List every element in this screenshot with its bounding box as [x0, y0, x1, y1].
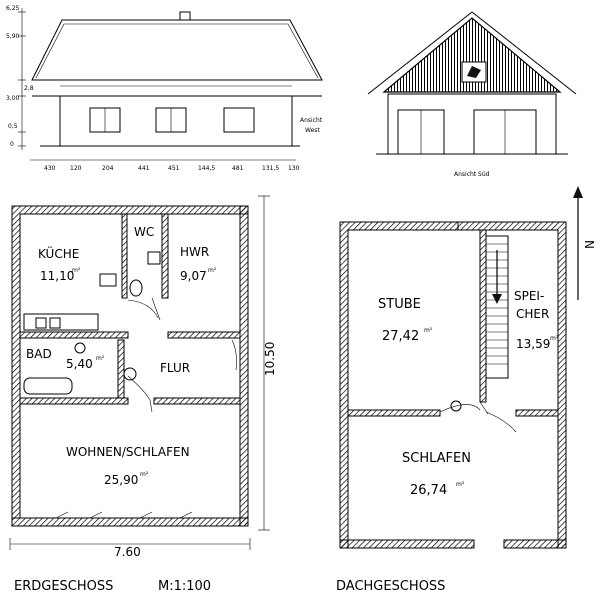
room-name-wohnen: WOHNEN/SCHLAFEN: [66, 445, 190, 459]
boiler-icon: [123, 367, 137, 381]
bathtub-icon: [23, 377, 73, 395]
width-mark: 430: [44, 165, 56, 172]
room-unit: m²: [456, 481, 465, 488]
width-mark: 120: [70, 165, 82, 172]
height-mark: 0,5: [8, 123, 18, 130]
room-area-hwr: 9,07: [180, 269, 207, 283]
north-label: N: [582, 240, 596, 249]
scale-label: M:1:100: [158, 579, 211, 594]
arrow-head-icon: [573, 186, 583, 198]
room-area-kueche: 11,10: [40, 269, 74, 283]
width-mark: 441: [138, 165, 150, 172]
room-name-flur: FLUR: [160, 361, 190, 375]
kitchen-counter: [23, 313, 99, 331]
height-mark: 0: [10, 141, 14, 148]
stair-direction-icon: [492, 294, 502, 304]
width-mark: 144,5: [198, 165, 215, 172]
room-name-bad: BAD: [26, 347, 52, 361]
room-unit: m²: [208, 267, 217, 274]
width-mark: 131,5: [262, 165, 279, 172]
west-window: [155, 107, 187, 133]
height-mark: 5,90: [6, 33, 20, 40]
room-area-schlafen: 26,74: [410, 483, 447, 498]
room-area-wohnen: 25,90: [104, 473, 138, 487]
room-name-speicher-2: CHER: [516, 307, 549, 321]
stove-icon: [450, 400, 462, 412]
south-label: Ansicht Süd: [454, 171, 490, 178]
room-unit: m²: [424, 327, 433, 334]
room-area-speicher: 13,59: [516, 337, 550, 351]
height-marks: 6,25 5,90 2,8 3,00 0,5 0: [6, 5, 34, 148]
stove-icon: [99, 273, 117, 287]
room-unit: m²: [96, 355, 105, 362]
south-door: [473, 109, 537, 155]
width-mark: 451: [168, 165, 180, 172]
room-name-stube: STUBE: [378, 297, 421, 312]
room-name-hwr: HWR: [180, 245, 209, 259]
west-window: [89, 107, 121, 133]
west-elevation: Ansicht West 6,25 5,90 2,8 3,00 0,5 0 43…: [6, 5, 323, 172]
west-wall: [59, 95, 293, 147]
upper-floor-plan: STUBE 27,42 m² SPEI- CHER 13,59 m² SCHLA…: [336, 221, 567, 594]
toilet-icon: [129, 279, 143, 297]
room-name-schlafen: SCHLAFEN: [402, 451, 471, 466]
south-elevation: Ansicht Süd: [367, 11, 577, 178]
sink-icon: [35, 317, 47, 329]
wc-basin-icon: [147, 251, 161, 265]
room-name-kueche: KÜCHE: [38, 245, 79, 261]
south-door: [397, 109, 445, 155]
upper-floor-title: DACHGESCHOSS: [336, 579, 445, 594]
staircase: [485, 235, 509, 379]
west-label-line1: Ansicht: [300, 117, 323, 124]
washbasin-icon: [74, 342, 86, 354]
room-unit: m²: [72, 267, 81, 274]
height-mark: 2,8: [24, 85, 34, 92]
room-area-bad: 5,40: [66, 357, 93, 371]
west-roof: [31, 19, 323, 81]
chimney: [179, 11, 191, 21]
height-mark: 3,00: [6, 95, 20, 102]
room-unit: m²: [140, 471, 149, 478]
room-name-speicher-1: SPEI-: [514, 289, 544, 303]
south-gable: [382, 17, 562, 93]
width-marks: 430 120 204 441 451 144,5 481 131,5 130: [44, 165, 300, 172]
room-area-stube: 27,42: [382, 329, 419, 344]
west-label-line2: West: [305, 127, 320, 134]
room-unit: m²: [550, 335, 559, 342]
west-window: [223, 107, 255, 133]
dim-width: 7.60: [114, 545, 141, 559]
width-mark: 130: [288, 165, 300, 172]
ground-floor-plan: KÜCHE 11,10 m² WC HWR 9,07 m² BAD 5,40 m…: [9, 195, 277, 594]
north-arrow: N: [573, 186, 596, 300]
ground-floor-title: ERDGESCHOSS: [14, 579, 113, 594]
height-mark: 6,25: [6, 5, 20, 12]
dim-height: 10.50: [263, 342, 277, 376]
room-name-wc: WC: [134, 225, 154, 239]
width-mark: 204: [102, 165, 114, 172]
south-wall: [387, 93, 557, 155]
width-mark: 481: [232, 165, 244, 172]
